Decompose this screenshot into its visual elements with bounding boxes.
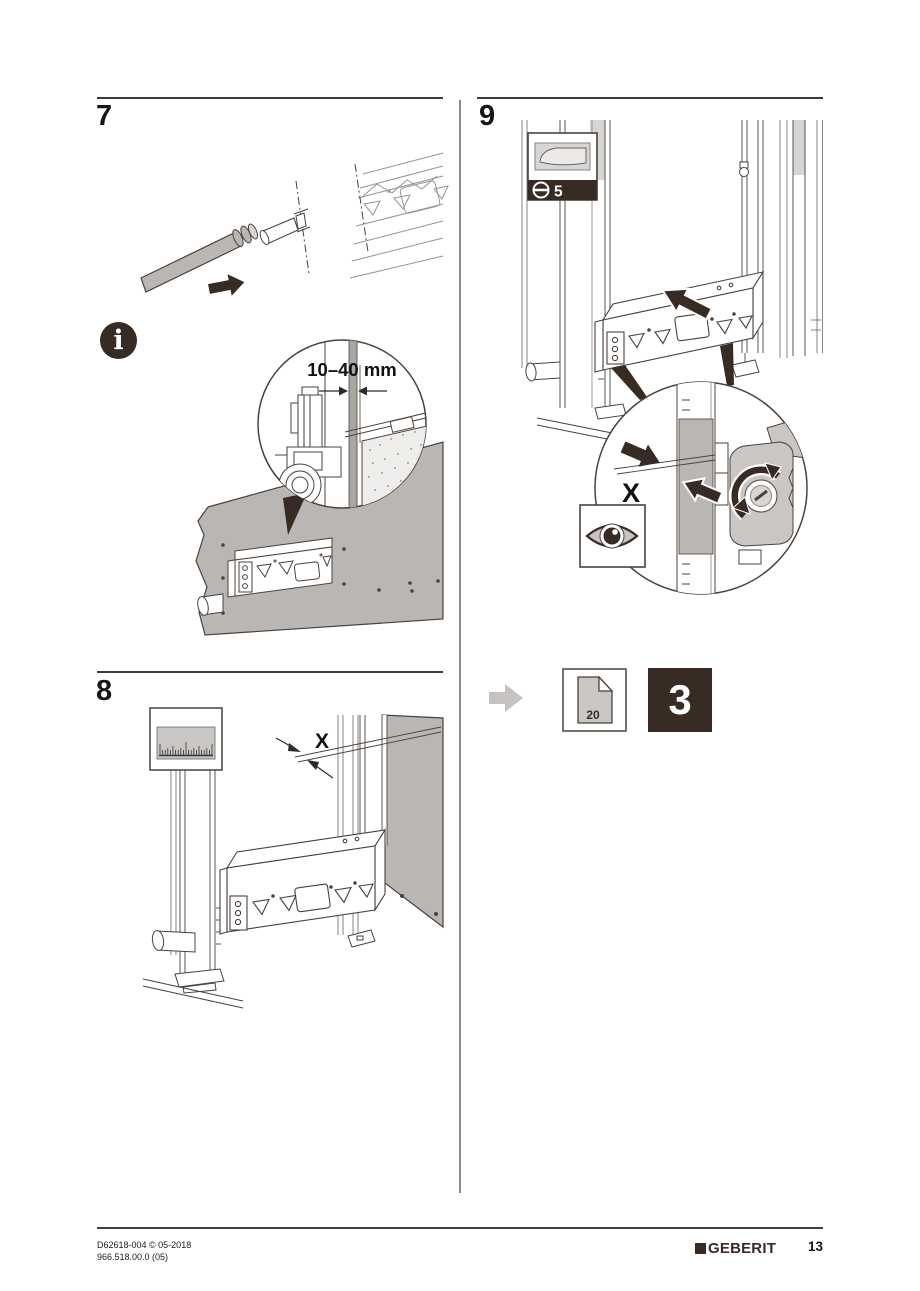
rear-rail-shading bbox=[793, 120, 805, 175]
tool-size-label: 5 bbox=[554, 184, 563, 201]
column-divider bbox=[459, 100, 461, 1193]
pipe-stub bbox=[197, 593, 224, 616]
section-centerlines bbox=[295, 163, 369, 275]
step8-rule bbox=[97, 671, 443, 673]
reference-step-number: 3 bbox=[668, 676, 692, 723]
gap-dimension-label: 10–40 mm bbox=[307, 359, 396, 380]
drain-pipe bbox=[151, 930, 196, 953]
geberit-logo-text: GEBERIT bbox=[708, 1240, 777, 1257]
frame-profile-sketch bbox=[275, 386, 342, 507]
footer-doc-info: D62618-004 © 05-2018 966.518.00.0 (05) bbox=[97, 1240, 191, 1263]
drain-pipe bbox=[140, 223, 259, 293]
panel-screw-dots bbox=[221, 543, 440, 615]
info-icon: i bbox=[100, 322, 137, 359]
info-illustration-panel-gap: 10–40 mm bbox=[195, 339, 444, 636]
floor-lines bbox=[142, 978, 244, 1009]
rail-foot bbox=[347, 929, 376, 948]
x-dimension-label: X bbox=[315, 730, 329, 753]
reference-page-number: 20 bbox=[586, 708, 600, 722]
step8-illustration-measure: X bbox=[142, 707, 444, 1009]
callout-wedge-left bbox=[611, 365, 647, 400]
callout-wedge bbox=[283, 493, 307, 535]
screwdriver-tool-box: 5 bbox=[527, 132, 598, 201]
reference-step-tile: 3 bbox=[648, 668, 712, 732]
rotation-arrow-icon bbox=[729, 462, 782, 521]
x-gap-callout bbox=[613, 441, 724, 505]
dimension-arrows bbox=[319, 386, 387, 396]
x-dimension-label: X bbox=[622, 478, 640, 508]
outlet-socket bbox=[259, 208, 311, 245]
step7-number: 7 bbox=[96, 100, 113, 132]
magnifier-content bbox=[613, 382, 807, 594]
shower-bench bbox=[219, 828, 387, 935]
rear-rail-edges bbox=[792, 120, 806, 356]
step8-number: 8 bbox=[96, 675, 113, 707]
right-rail bbox=[359, 715, 388, 846]
panel-dots bbox=[400, 894, 438, 916]
step9-illustration-adjust: X 5 bbox=[521, 120, 823, 595]
step9-number: 9 bbox=[479, 100, 496, 132]
frame-bench-sketch bbox=[349, 152, 449, 279]
footer-doc-number: D62618-004 © 05-2018 bbox=[97, 1240, 192, 1250]
rear-rail-lines bbox=[521, 120, 823, 368]
footer-article-number: 966.518.00.0 (05) bbox=[97, 1251, 169, 1262]
step9-rule bbox=[477, 97, 823, 99]
geberit-logo: GEBERIT bbox=[695, 1240, 776, 1257]
remove-arrow-icon bbox=[660, 287, 714, 321]
eye-icon bbox=[579, 504, 646, 568]
geberit-logo-square-icon bbox=[695, 1243, 706, 1254]
x-dimension-callout bbox=[275, 726, 442, 779]
page-number: 13 bbox=[807, 1239, 823, 1254]
ruler-icon bbox=[149, 707, 223, 771]
gray-arrow-icon bbox=[489, 684, 523, 712]
page-icon: 20 bbox=[562, 668, 627, 732]
step7-rule bbox=[97, 97, 443, 99]
bench-cutout bbox=[227, 537, 333, 598]
step7-illustration-pipe-insertion bbox=[140, 152, 449, 296]
shower-bench bbox=[594, 270, 765, 373]
footer-rule bbox=[97, 1227, 823, 1229]
callout-wedge-right bbox=[720, 343, 734, 386]
insert-arrow-icon bbox=[208, 274, 245, 296]
